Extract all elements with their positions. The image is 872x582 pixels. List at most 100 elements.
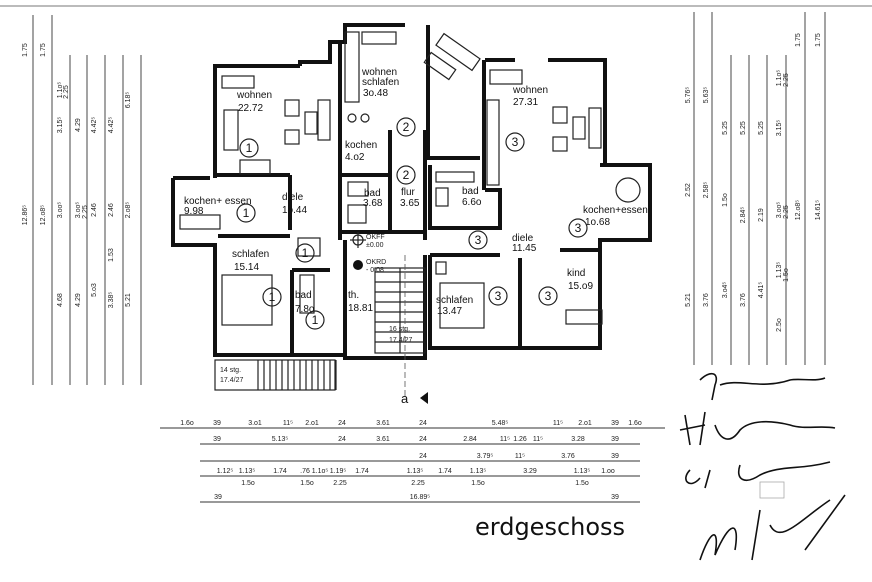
dimension-label: 1.75 bbox=[815, 33, 822, 47]
dimension-label: 3.oo⁵ bbox=[75, 202, 82, 219]
room-u3-diele: diele bbox=[512, 233, 534, 244]
room-labels: wohnen 22.72 kochen+ essen 9.98 diele 1o… bbox=[184, 67, 648, 317]
room-u2-bad-area: 3.68 bbox=[363, 198, 383, 209]
dimension-label: 1.5o bbox=[241, 480, 255, 487]
okff-value: ±0.00 bbox=[366, 242, 384, 249]
signature-4 bbox=[699, 494, 846, 561]
dimension-label: 5.63⁵ bbox=[703, 87, 710, 104]
unit-number-circle bbox=[568, 218, 588, 238]
dimension-label: .76 bbox=[300, 468, 310, 475]
unit-number: 3 bbox=[495, 289, 502, 303]
room-u3-schlafen-area: 13.47 bbox=[437, 306, 462, 317]
dimension-label: 2.o1 bbox=[578, 420, 592, 427]
dimension-label: 1.13⁵ bbox=[239, 468, 256, 475]
unit-number-circle bbox=[538, 286, 558, 306]
dimension-label: 11⁵ bbox=[500, 436, 510, 443]
room-u3-kochen-essen: kochen+essen bbox=[583, 205, 648, 216]
dimension-label: 2.52 bbox=[685, 183, 692, 197]
stamp bbox=[759, 481, 785, 499]
unit-number-circle bbox=[305, 310, 325, 330]
room-u2-flur-area: 3.65 bbox=[400, 198, 420, 209]
dimension-label: 5.48⁵ bbox=[492, 420, 509, 427]
unit-number-circle bbox=[396, 117, 416, 137]
dimension-label: 2.25 bbox=[783, 205, 790, 219]
dimension-label: 3.o1 bbox=[248, 420, 262, 427]
dimension-label: 5.76⁵ bbox=[685, 87, 692, 104]
dimension-label: 1.26 bbox=[513, 436, 527, 443]
signatures bbox=[679, 372, 846, 561]
room-u1-wohnen-area: 22.72 bbox=[238, 103, 263, 114]
dimension-label: 2.o1 bbox=[305, 420, 319, 427]
room-u3-diele-area: 11.45 bbox=[512, 243, 537, 254]
dimension-label: 1.6o bbox=[628, 420, 642, 427]
room-u2-flur: flur bbox=[401, 187, 416, 198]
room-u1-schlafen-area: 15.14 bbox=[234, 262, 259, 273]
dimension-label: 2.19 bbox=[758, 208, 765, 222]
dimension-label: 2.25 bbox=[333, 480, 347, 487]
unit-number-circle bbox=[468, 230, 488, 250]
dimension-label: 1.1o⁵ bbox=[776, 70, 783, 87]
dimension-label: 11⁵ bbox=[533, 436, 543, 443]
dimension-label: 1.6o bbox=[180, 420, 194, 427]
okff-label: OKFF bbox=[366, 234, 385, 241]
dimension-label: 12.o8⁵ bbox=[795, 200, 802, 221]
dimension-label: 1.53 bbox=[108, 248, 115, 262]
dimension-label: 3.29 bbox=[523, 468, 537, 475]
unit-number: 1 bbox=[302, 246, 309, 260]
room-u2-bad: bad bbox=[364, 188, 381, 199]
dimension-label: 39 bbox=[213, 420, 221, 427]
dimension-label: 1.5o bbox=[783, 268, 790, 282]
signature-3 bbox=[685, 461, 831, 489]
okrd-label: OKRD bbox=[366, 259, 386, 266]
dimension-label: 24 bbox=[338, 436, 346, 443]
dimension-label: 1.5o bbox=[575, 480, 589, 487]
dimension-label: 3.o4⁵ bbox=[722, 282, 729, 299]
dimension-label: 39 bbox=[611, 453, 619, 460]
stairs-lower-steps: 14 stg. bbox=[220, 367, 241, 374]
dimension-label: 1.1o⁵ bbox=[57, 82, 64, 99]
dimension-label: 2.46 bbox=[91, 203, 98, 217]
dimension-label: 1.1o⁵ bbox=[312, 468, 329, 475]
room-u3-kochen-essen-area: 1o.68 bbox=[585, 217, 610, 228]
dimension-label: 4.42⁵ bbox=[108, 117, 115, 134]
signature-1 bbox=[699, 372, 826, 401]
room-u2-wohnen: wohnen bbox=[361, 67, 397, 78]
dimension-labels: 1.6o 39 3.o1 11⁵ 2.o1 24 3.61 24 5.48⁵ 11⁵ 2.o1 39 1… bbox=[22, 33, 822, 501]
dimension-label: 5.13⁵ bbox=[272, 436, 289, 443]
dimension-label: 1.74 bbox=[438, 468, 452, 475]
dimension-label: 1.13⁵ bbox=[574, 468, 591, 475]
room-u3-kind-area: 15.o9 bbox=[568, 281, 593, 292]
dimension-label: 2.58⁵ bbox=[703, 182, 710, 199]
unit-number: 2 bbox=[403, 120, 410, 134]
dimension-label: 5.25 bbox=[758, 121, 765, 135]
dimension-label: 6.18⁵ bbox=[125, 92, 132, 109]
unit-number-circle bbox=[505, 132, 525, 152]
unit-number: 3 bbox=[475, 233, 482, 247]
dimension-label: 2.84⁵ bbox=[740, 207, 747, 224]
section-arrow-icon bbox=[420, 392, 428, 404]
room-u1-kochen-essen-area: 9.98 bbox=[184, 206, 204, 217]
dimension-label: 5.21 bbox=[685, 293, 692, 307]
dimension-label: 5.25 bbox=[722, 121, 729, 135]
furniture bbox=[179, 31, 641, 329]
dimension-label: 4.29 bbox=[75, 118, 82, 132]
dimension-label: 1.5o bbox=[300, 480, 314, 487]
room-u1-diele-area: 1o.44 bbox=[282, 205, 307, 216]
room-u1-schlafen: schlafen bbox=[232, 249, 269, 260]
dimension-label: 39 bbox=[611, 436, 619, 443]
dimension-label: 2.25 bbox=[82, 205, 89, 219]
dimension-label: 1.5o bbox=[722, 193, 729, 207]
unit-number: 1 bbox=[269, 290, 276, 304]
unit-number: 3 bbox=[575, 221, 582, 235]
room-u1-diele: diele bbox=[282, 192, 304, 203]
dimension-label: 5.o3 bbox=[91, 283, 98, 297]
dimension-label: 3.61 bbox=[376, 436, 390, 443]
dimension-label: 39 bbox=[213, 436, 221, 443]
unit-number: 3 bbox=[512, 135, 519, 149]
dimension-label: 39 bbox=[611, 420, 619, 427]
dimension-label: 1.5o bbox=[471, 480, 485, 487]
walls bbox=[171, 23, 652, 360]
dimension-label: 1.13⁵ bbox=[470, 468, 487, 475]
dimension-label: 24 bbox=[338, 420, 346, 427]
dimension-label: 3.15⁵ bbox=[57, 117, 64, 134]
